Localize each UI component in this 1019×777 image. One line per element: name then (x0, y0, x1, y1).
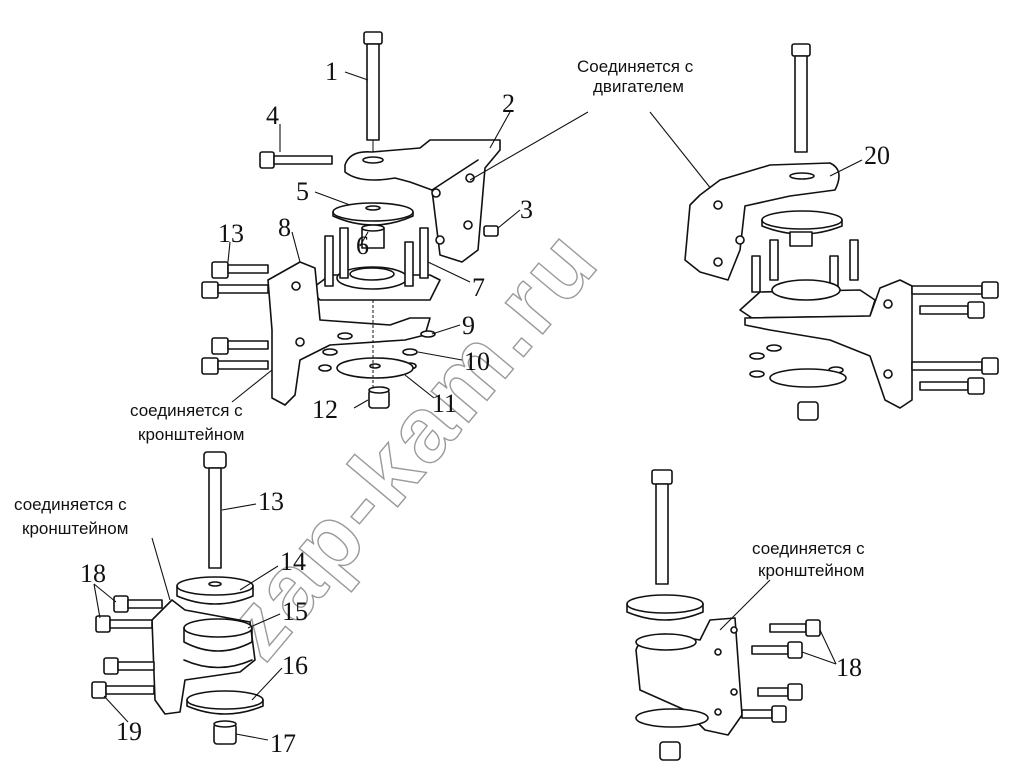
washer-14 (176, 576, 254, 605)
bolt-1 (363, 31, 383, 156)
note-bracket-c-line1: соединяется с (752, 539, 865, 558)
bolt-3 (483, 225, 499, 237)
bolts-13-left (201, 261, 269, 375)
callout-13-top: 13 (218, 219, 244, 248)
body-15 (151, 599, 256, 715)
callout-5: 5 (296, 177, 309, 206)
bolt-4 (259, 151, 333, 169)
leaders-bottom-left (93, 503, 283, 741)
callout-20: 20 (864, 141, 890, 170)
note-engine-line1: Соединяется с (577, 57, 694, 76)
frame-bracket-assembled (744, 279, 913, 409)
note-engine-line2: двигателем (593, 77, 684, 96)
washer-5 (332, 202, 414, 226)
note-bracket-a-line2: кронштейном (138, 425, 244, 444)
bolts-bottom-right (741, 619, 821, 723)
note-bracket-a: соединяется с кронштейном (130, 401, 244, 444)
callout-19: 19 (116, 717, 142, 746)
upper-bracket-2 (344, 139, 501, 263)
callout-7: 7 (472, 273, 485, 302)
callout-10: 10 (464, 347, 490, 376)
callout-12: 12 (312, 395, 338, 424)
leaders-bottom-right (719, 579, 837, 665)
bolt-13-bottom (203, 451, 227, 569)
callout-14: 14 (280, 547, 306, 576)
callout-2: 2 (502, 89, 515, 118)
callout-16: 16 (282, 651, 308, 680)
washer-assembled (761, 210, 843, 235)
leader-20 (829, 159, 863, 177)
callout-9: 9 (462, 311, 475, 340)
callout-8: 8 (278, 213, 291, 242)
bolt-1-assembled (791, 43, 811, 153)
assembly-top-left (201, 31, 501, 409)
note-bracket-c-line2: кронштейном (758, 561, 864, 580)
callout-1: 1 (325, 57, 338, 86)
note-bracket-b-line2: кронштейном (22, 519, 128, 538)
washer-16 (186, 690, 264, 715)
washer-11 (336, 357, 414, 379)
leaders-top-left (227, 71, 713, 409)
upper-bracket-assembled (684, 162, 840, 281)
assembly-bottom-right (626, 469, 821, 761)
callout-11: 11 (432, 389, 457, 418)
callout-13-bottom: 13 (258, 487, 284, 516)
note-bracket-a-line1: соединяется с (130, 401, 243, 420)
note-engine: Соединяется с двигателем (577, 57, 694, 96)
nuts-9-10 (318, 330, 436, 372)
assembly-top-right (684, 43, 999, 421)
assembly-bottom-left (91, 451, 264, 745)
note-bracket-c: соединяется с кронштейном (752, 539, 865, 580)
note-bracket-b: соединяется с кронштейном (14, 495, 128, 538)
nut-17 (213, 720, 237, 745)
callout-15: 15 (282, 597, 308, 626)
callout-18-left: 18 (80, 559, 106, 588)
callout-3: 3 (520, 195, 533, 224)
callout-17: 17 (270, 729, 296, 758)
callout-4: 4 (266, 101, 279, 130)
callout-18-right: 18 (836, 653, 862, 682)
mount-pad-7 (309, 227, 441, 301)
callout-6: 6 (356, 231, 369, 260)
bolts-assembled-right (911, 281, 999, 395)
note-bracket-b-line1: соединяется с (14, 495, 127, 514)
studs-assembled (751, 239, 859, 293)
nut-12 (368, 386, 390, 409)
bolts-18-19 (91, 595, 163, 699)
